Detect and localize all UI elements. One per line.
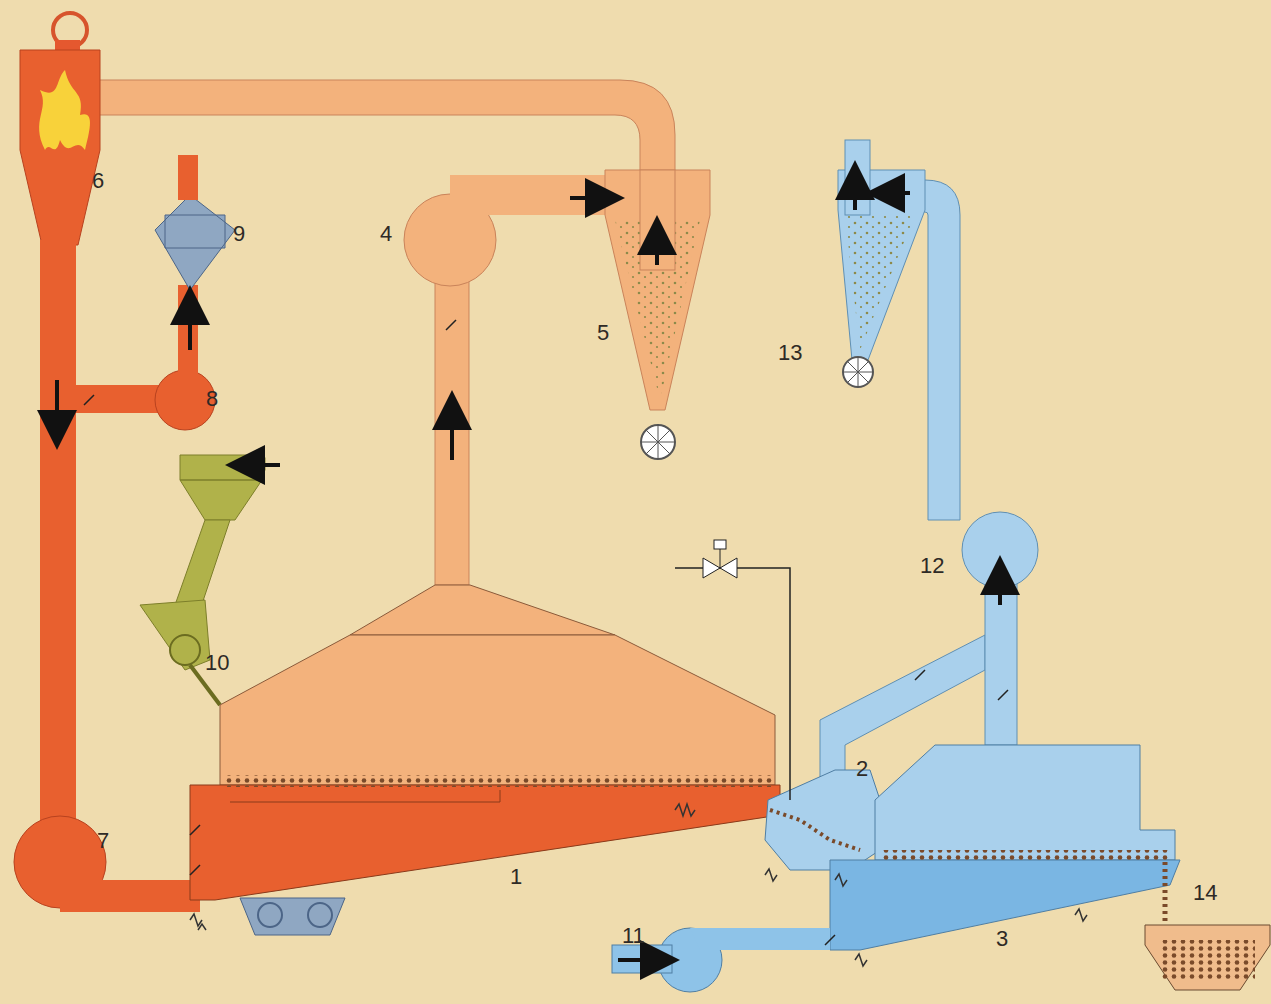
callout-number: 13 xyxy=(778,340,802,366)
callout-number: 8 xyxy=(206,386,218,412)
callout-number: 14 xyxy=(1193,880,1217,906)
callout-number: 5 xyxy=(597,320,609,346)
callout-number: 6 xyxy=(92,168,104,194)
callout-number: 7 xyxy=(97,828,109,854)
callout-number: 4 xyxy=(380,221,392,247)
callout-number: 3 xyxy=(996,926,1008,952)
callout-number: 12 xyxy=(920,553,944,579)
callout-number: 10 xyxy=(205,650,229,676)
callout-number: 11 xyxy=(622,923,645,949)
callout-number: 2 xyxy=(856,756,868,782)
callout-number: 1 xyxy=(510,864,522,890)
callout-number: 9 xyxy=(233,221,245,247)
